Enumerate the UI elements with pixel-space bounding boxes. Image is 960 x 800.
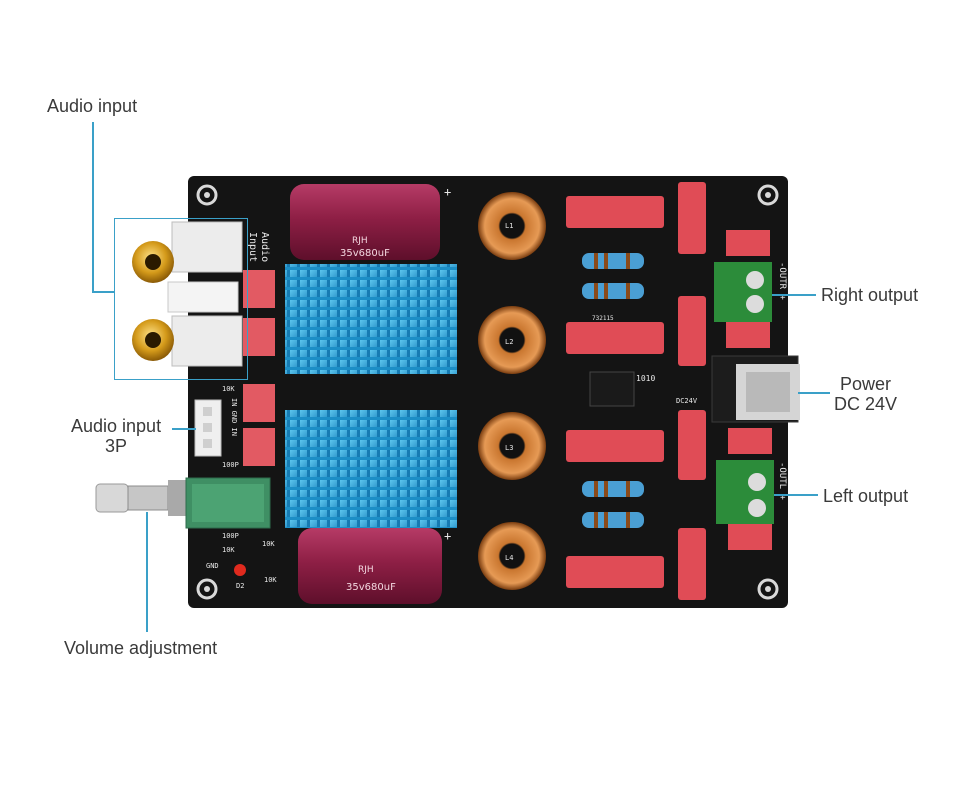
audio-input-silk-2: Input [247,232,258,262]
bridge-label: 1010 [636,374,655,383]
gnd-label: GND [206,562,219,570]
callout-power-line2: DC 24V [834,394,898,414]
audio-input-silk-1: Audio [259,232,270,262]
chip-code: 732115 [592,315,614,322]
outl-label: -OUTL + [777,462,787,501]
callout-audio-input: Audio input [47,96,138,116]
res-label-3: 100P [222,532,239,540]
res-label-2: 100P [222,461,239,469]
callout-power-line1: Power [840,374,892,394]
leader-right-output [772,294,816,296]
led-d2 [234,564,246,576]
audio-input-highlight-box [114,218,248,380]
heatsink-bottom [285,410,457,528]
outr-label: -OUTR + [777,262,787,301]
res-label-1: 10K [222,385,235,393]
pin-label: IN GND IN [230,398,238,436]
cap-rating-top: 35v680uF [340,248,390,259]
leader-audio-input-v [92,122,94,292]
cap-brand-bottom: RJH [358,565,374,575]
leader-left-output [774,494,818,496]
leader-volume [146,512,148,632]
terminal-left [716,460,774,524]
res-label-4: 10K [222,546,235,554]
coil-label-l2: L2 [505,338,513,346]
cap-plus-bottom: + [444,529,451,543]
leader-power [798,392,830,394]
led-label: D2 [236,582,244,590]
cap-plus-top: + [444,185,451,199]
cap-brand-top: RJH [352,236,368,246]
callout-audio-input-3p-line1: Audio input [71,416,162,436]
volume-potentiometer [95,477,271,529]
res-label-5: 10K [262,540,275,548]
toroid-inductors [478,192,546,590]
film-capacitors [566,182,772,600]
coil-label-l4: L4 [505,554,513,562]
rca-jack-top [132,221,243,283]
leader-audio-input-h [92,291,114,293]
callout-left-output: Left output [823,486,909,506]
terminal-right [714,262,772,322]
callout-volume-adjustment: Volume adjustment [64,638,218,658]
electrolytic-capacitor-bottom [298,528,442,604]
mounting-holes [196,184,779,600]
resistors [582,253,644,528]
cap-rating-bottom: 35v680uF [346,582,396,593]
heatsink-top [285,264,457,374]
electrolytic-capacitor-top [290,184,440,260]
callout-audio-input-3p-line2: 3P [105,436,128,456]
callout-right-output: Right output [821,285,919,305]
leader-audio-3p [172,428,196,430]
coil-label-l3: L3 [505,444,513,452]
rca-jack-bottom [132,315,243,367]
coil-label-l1: L1 [505,222,513,230]
dc-power-jack [711,355,800,423]
diode [589,371,635,407]
audio-3p-header [194,399,222,457]
callout-power: Power DC 24V [834,374,897,414]
dc-label: DC24V [676,397,698,405]
res-label-6: 10K [264,576,277,584]
callout-audio-input-3p: Audio input 3P [71,416,161,456]
